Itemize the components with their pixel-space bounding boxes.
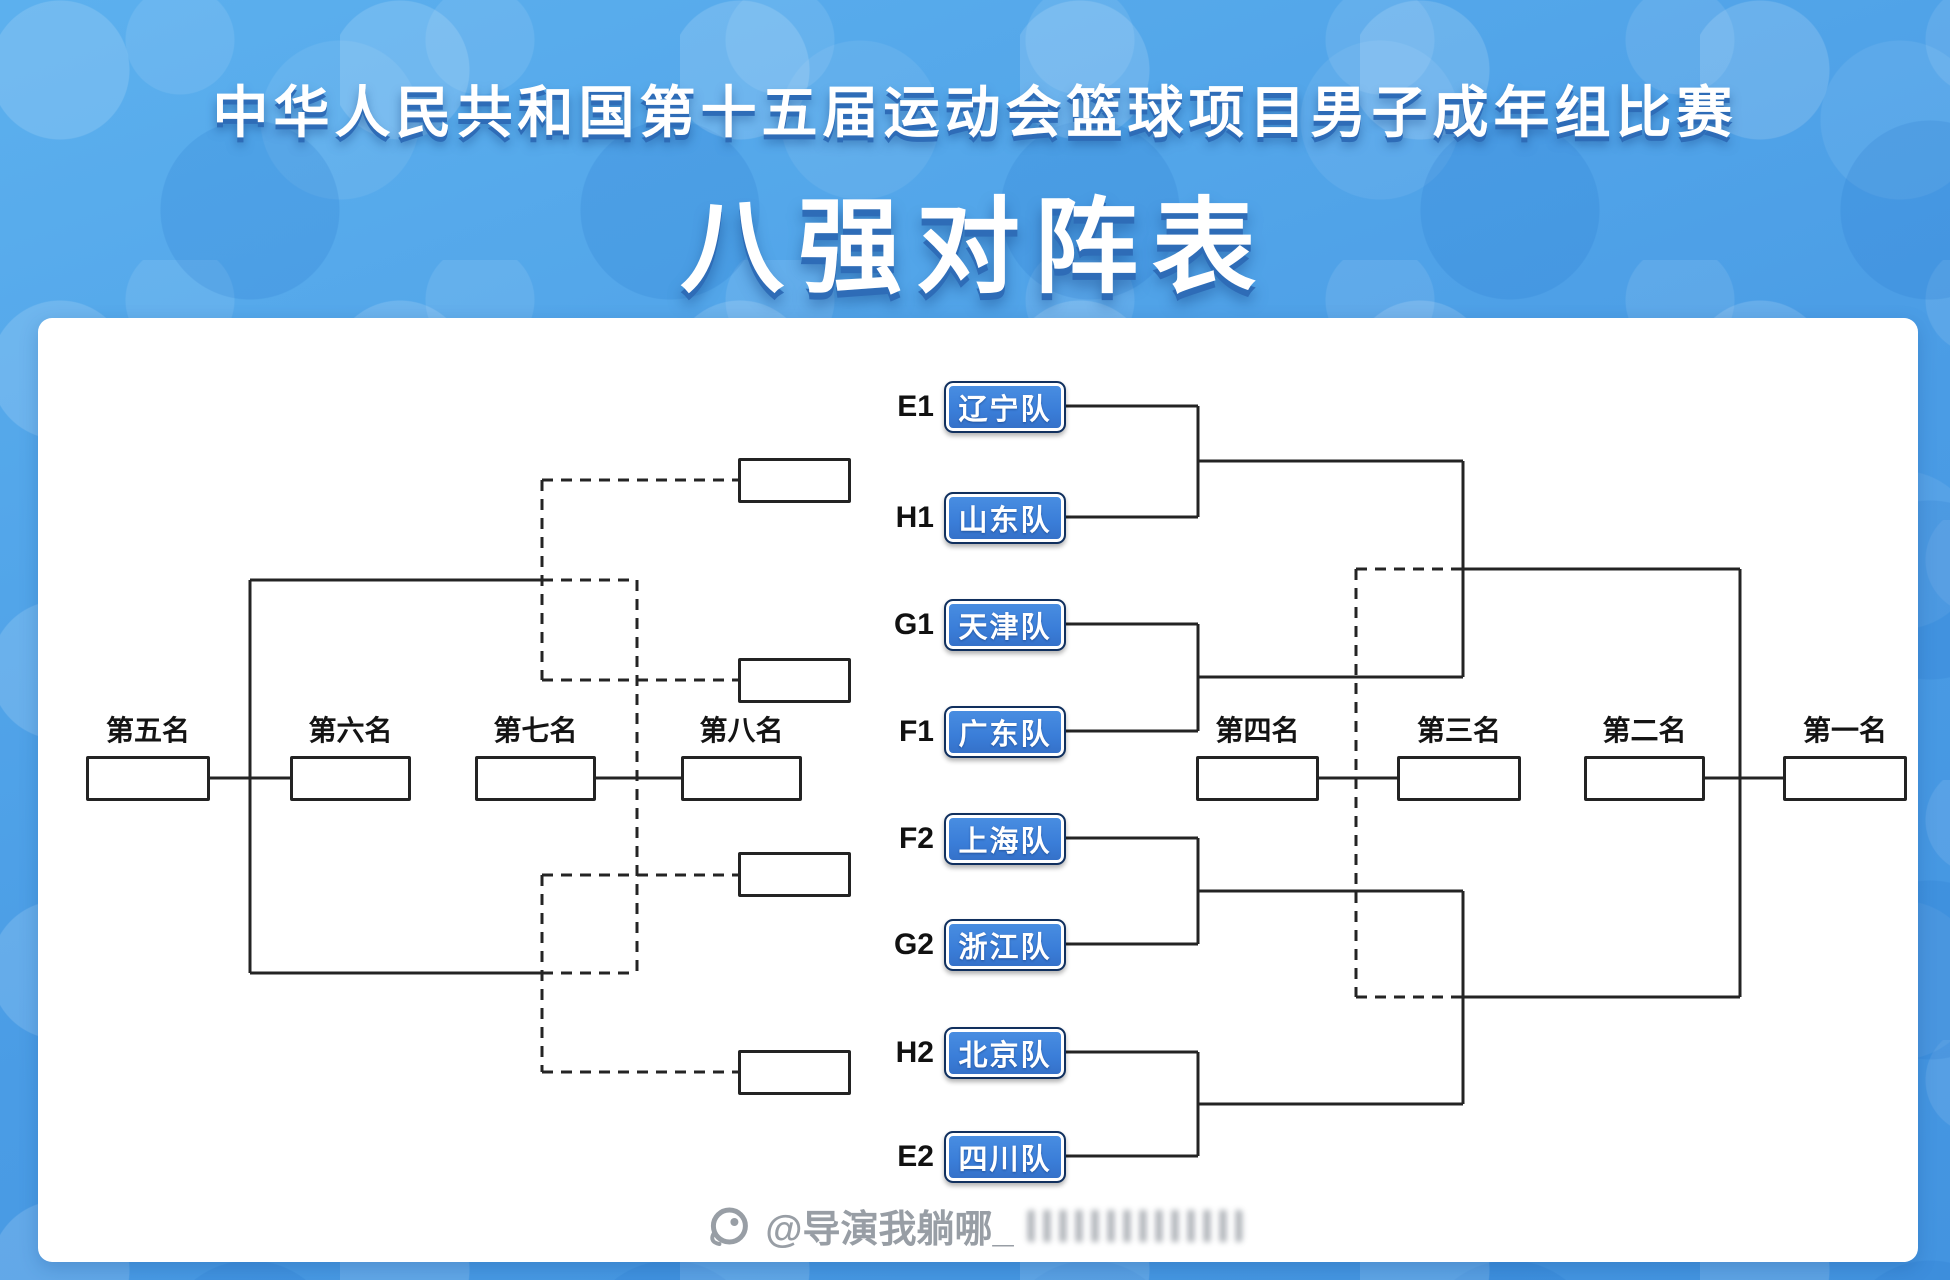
team-box: 四川队 [944, 1131, 1066, 1183]
placement-box-3rd [1397, 756, 1521, 801]
placement-label-2nd: 第二名 [1602, 715, 1687, 746]
placement-label-7th: 第七名 [493, 715, 578, 746]
loser-slot-2 [738, 658, 851, 703]
seed-label: E1 [897, 390, 934, 423]
loser-slot-1 [738, 458, 851, 503]
team-box: 广东队 [944, 706, 1066, 758]
placement-box-2nd [1584, 756, 1705, 801]
placement-label-3rd: 第三名 [1416, 715, 1501, 746]
team-box: 山东队 [944, 492, 1066, 544]
placement-label-8th: 第八名 [699, 715, 784, 746]
seed-label: H2 [895, 1036, 934, 1069]
watermark: @导演我躺哪_ [707, 1198, 1243, 1253]
team-row-h2: H2 北京队 [872, 1027, 1066, 1079]
loser-slot-4 [738, 1050, 851, 1095]
seed-label: G2 [893, 928, 934, 961]
team-box: 浙江队 [944, 919, 1066, 971]
placement-label-6th: 第六名 [308, 715, 393, 746]
placement-box-4th [1196, 756, 1319, 801]
team-row-g2: G2 浙江队 [872, 919, 1066, 971]
loser-slot-3 [738, 852, 851, 897]
placement-box-6th [290, 756, 411, 801]
seed-label: E2 [897, 1140, 934, 1173]
seed-label: F1 [898, 715, 934, 748]
placement-box-1st [1783, 756, 1907, 801]
watermark-logo-icon [710, 1207, 748, 1246]
team-box: 天津队 [944, 599, 1066, 651]
placement-box-5th [86, 756, 210, 801]
watermark-blurred-text [1027, 1209, 1243, 1242]
team-row-h1: H1 山东队 [872, 492, 1066, 544]
bracket-title: 八强对阵表 [679, 190, 1270, 306]
team-row-g1: G1 天津队 [872, 599, 1066, 651]
placement-label-4th: 第四名 [1215, 715, 1300, 746]
seed-label: H1 [895, 501, 934, 534]
placement-box-7th [475, 756, 596, 801]
watermark-handle: @导演我躺哪_ [765, 1209, 1014, 1251]
seed-label: G1 [893, 608, 934, 641]
event-title: 中华人民共和国第十五届运动会篮球项目男子成年组比赛 [212, 81, 1738, 144]
team-box: 北京队 [944, 1027, 1066, 1079]
team-box: 上海队 [944, 813, 1066, 865]
team-row-f1: F1 广东队 [872, 706, 1066, 758]
placement-box-8th [681, 756, 802, 801]
team-box: 辽宁队 [944, 381, 1066, 433]
placement-label-1st: 第一名 [1802, 715, 1887, 746]
team-row-e2: E2 四川队 [872, 1131, 1066, 1183]
team-row-e1: E1 辽宁队 [872, 381, 1066, 433]
seed-label: F2 [898, 822, 934, 855]
team-row-f2: F2 上海队 [872, 813, 1066, 865]
placement-label-5th: 第五名 [105, 715, 190, 746]
